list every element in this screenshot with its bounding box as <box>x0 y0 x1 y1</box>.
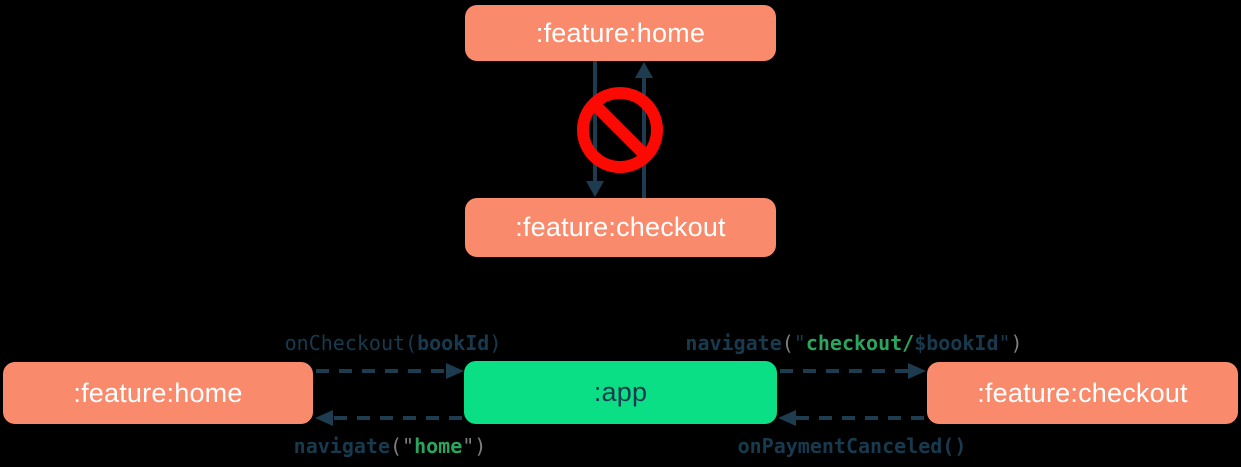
paren: ) <box>1010 331 1023 355</box>
module-box-feature-home-top: :feature:home <box>465 5 776 61</box>
quote: " <box>998 331 1011 355</box>
arrowhead-left-into-home <box>315 410 333 426</box>
fn-name: navigate <box>293 434 390 458</box>
arrowhead-right-into-checkout <box>908 363 926 379</box>
arrowhead-left-into-app <box>778 410 796 426</box>
paren: () <box>942 434 967 458</box>
fn-arg: bookId <box>417 331 490 355</box>
module-box-feature-home: :feature:home <box>3 362 313 424</box>
string-arg: home <box>414 434 463 458</box>
label-navigate-home: navigate("home") <box>294 434 487 458</box>
quote: " <box>793 331 806 355</box>
paren: ( <box>389 434 403 458</box>
template-expr: $bookId <box>914 331 999 355</box>
module-box-feature-checkout-top: :feature:checkout <box>465 198 776 257</box>
string-arg: checkout/ <box>805 331 915 355</box>
fn-name: onPaymentCanceled <box>737 434 943 458</box>
arrowhead-down <box>586 181 604 197</box>
paren: ( <box>405 331 418 355</box>
paren: ) <box>489 331 502 355</box>
fn-name: navigate <box>685 331 782 355</box>
quote: " <box>462 434 475 458</box>
label-on-checkout: onCheckout(bookId) <box>285 331 502 355</box>
paren: ) <box>474 434 487 458</box>
mediator-arrowheads <box>315 363 926 426</box>
fn-name: onCheckout <box>284 331 406 355</box>
quote: " <box>402 434 415 458</box>
forbidden-dependency-arrows <box>577 61 663 198</box>
module-box-feature-checkout: :feature:checkout <box>927 362 1238 424</box>
paren: ( <box>781 331 794 355</box>
module-box-app: :app <box>464 361 777 424</box>
arrowhead-right-into-app <box>446 363 464 379</box>
arrowhead-up <box>635 62 653 78</box>
label-on-payment-canceled: onPaymentCanceled() <box>738 434 967 458</box>
no-entry-icon <box>577 87 663 173</box>
label-navigate-checkout: navigate("checkout/$bookId") <box>685 331 1022 355</box>
